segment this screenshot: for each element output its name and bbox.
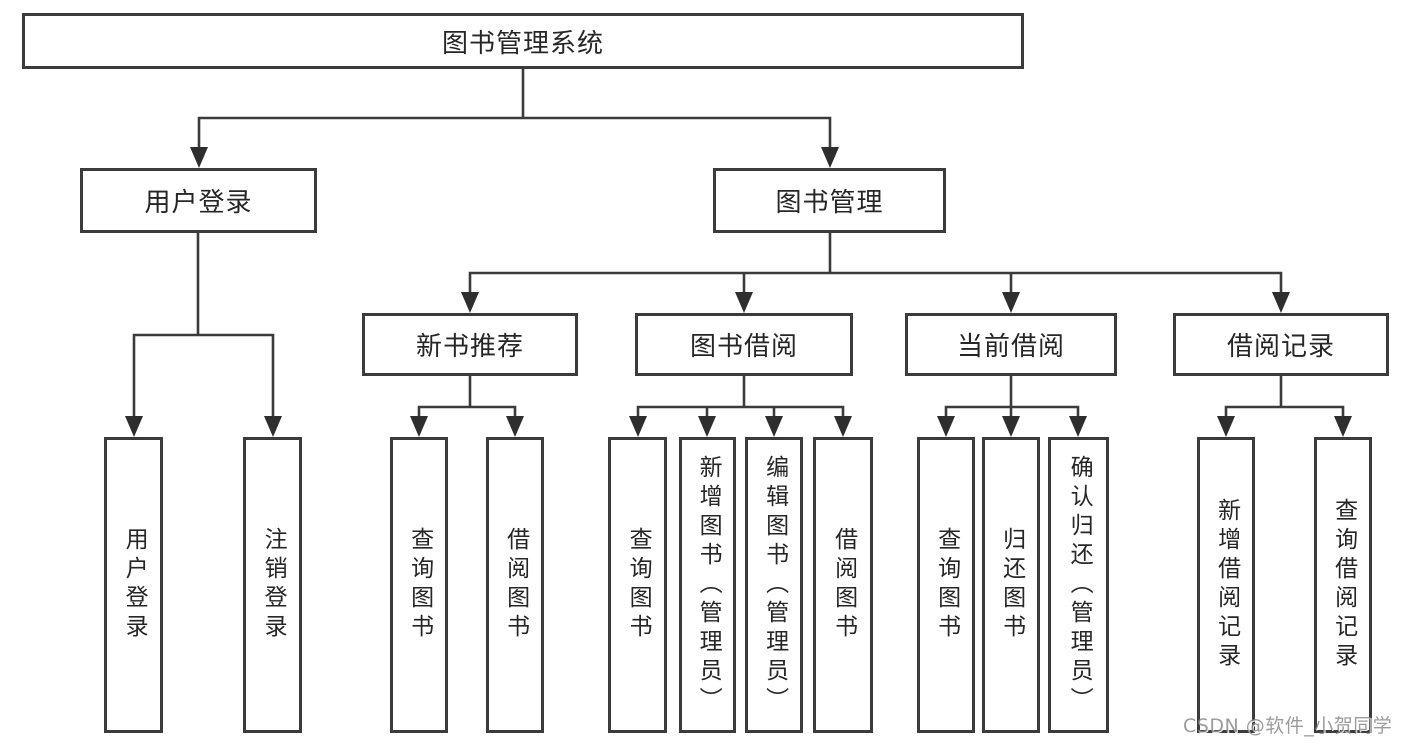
leaf-user-login: 用户登录 bbox=[104, 437, 163, 733]
leaf-return-books: 归还图书 bbox=[982, 437, 1040, 733]
node-library-system: 图书管理系统 bbox=[22, 13, 1024, 69]
node-borrowing-records: 借阅记录 bbox=[1173, 313, 1389, 376]
node-current-borrowing: 当前借阅 bbox=[905, 313, 1117, 376]
leaf-confirm-return-admin: 确认归还（管理员） bbox=[1048, 437, 1109, 733]
leaf-logout-login: 注销登录 bbox=[243, 437, 302, 733]
watermark-text: CSDN @软件_小贺同学 bbox=[1183, 715, 1393, 737]
node-user-login: 用户登录 bbox=[80, 168, 317, 233]
leaf-borrow-books-recommend: 借阅图书 bbox=[486, 437, 544, 733]
leaf-add-book-admin: 新增图书（管理员） bbox=[679, 437, 736, 733]
leaf-edit-book-admin: 编辑图书（管理员） bbox=[745, 437, 803, 733]
node-new-book-recommendation: 新书推荐 bbox=[362, 313, 578, 376]
arrowheads bbox=[125, 147, 1352, 437]
leaf-query-books-current: 查询图书 bbox=[917, 437, 975, 733]
leaf-add-borrow-record: 新增借阅记录 bbox=[1197, 437, 1255, 733]
leaf-borrow-books-borrowing: 借阅图书 bbox=[813, 437, 873, 733]
leaf-query-borrow-record: 查询借阅记录 bbox=[1314, 437, 1372, 733]
node-book-management: 图书管理 bbox=[713, 168, 946, 233]
node-book-borrowing: 图书借阅 bbox=[635, 313, 853, 376]
leaf-query-books-recommend: 查询图书 bbox=[390, 437, 448, 733]
leaf-query-books-borrowing: 查询图书 bbox=[608, 437, 667, 733]
